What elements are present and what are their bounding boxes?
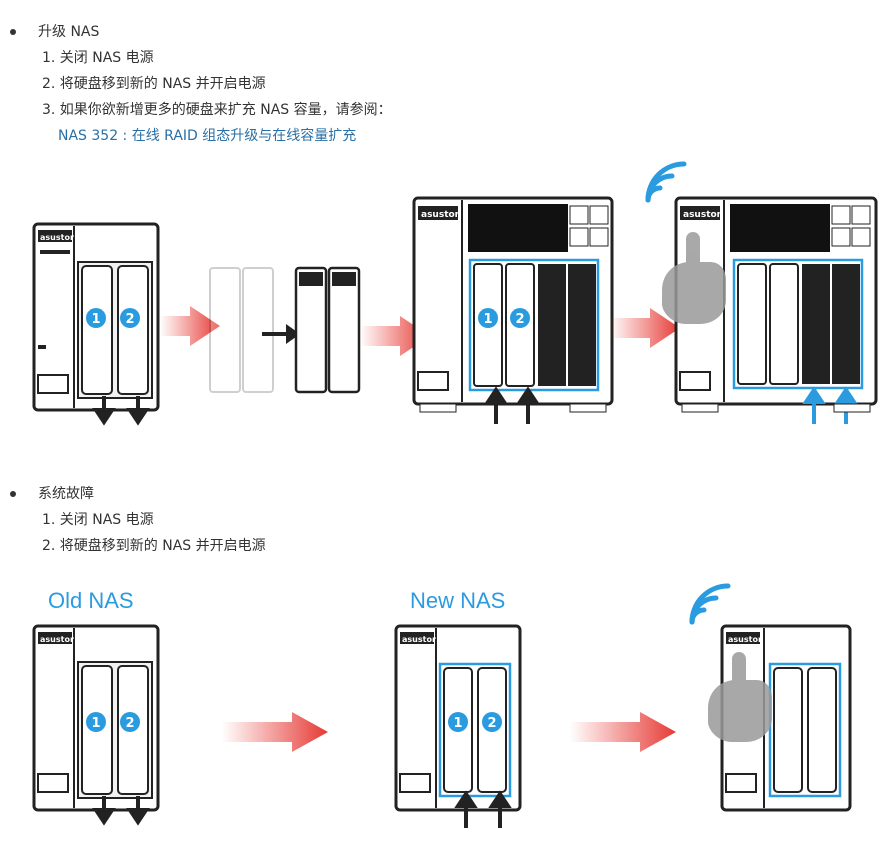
upgrade-step-2: 2. 将硬盘移到新的 NAS 并开启电源 bbox=[42, 76, 266, 92]
svg-text:2: 2 bbox=[515, 312, 524, 327]
svg-text:2: 2 bbox=[487, 716, 496, 731]
failure-arrow-1 bbox=[222, 712, 328, 752]
raid-migration-link[interactable]: NAS 352 : 在线 RAID 组态升级与在线容量扩充 bbox=[58, 128, 357, 144]
failure-step-2: 2. 将硬盘移到新的 NAS 并开启电源 bbox=[42, 538, 266, 554]
old-nas-label: Old NAS bbox=[48, 588, 134, 613]
new-nas: asustor 1 2 bbox=[394, 624, 522, 828]
disk-number-1: 1 bbox=[91, 312, 100, 327]
wifi-icon-2 bbox=[689, 583, 731, 625]
hand-press-icon-2 bbox=[708, 652, 772, 742]
move-arrow-3 bbox=[610, 308, 680, 348]
svg-text:asustor: asustor bbox=[40, 635, 74, 644]
bullet-upgrade bbox=[10, 29, 16, 35]
svg-text:asustor: asustor bbox=[421, 210, 460, 220]
brand-logo: asustor bbox=[40, 233, 74, 242]
svg-text:2: 2 bbox=[125, 716, 134, 731]
svg-text:asustor: asustor bbox=[728, 635, 762, 644]
wifi-icon bbox=[645, 161, 687, 203]
old-nas: asustor 1 2 bbox=[32, 624, 160, 826]
swap-arrow bbox=[262, 324, 300, 344]
nas-2bay-source: asustor 1 2 bbox=[32, 222, 160, 426]
section-title-failure: 系统故障 bbox=[38, 486, 94, 502]
svg-text:asustor: asustor bbox=[402, 635, 436, 644]
failure-diagram: Old NAS New NAS asustor 1 2 asustor 1 2 bbox=[32, 583, 852, 828]
svg-text:1: 1 bbox=[453, 716, 462, 731]
upgrade-step-1: 1. 关闭 NAS 电源 bbox=[42, 50, 154, 66]
nas-4bay-powered: asustor bbox=[645, 161, 878, 424]
upgrade-step-3: 3. 如果你欲新增更多的硬盘来扩充 NAS 容量，请参阅： bbox=[42, 102, 392, 118]
disks-faded bbox=[209, 267, 274, 393]
upgrade-diagram: asustor 1 2 asustor bbox=[32, 161, 878, 426]
svg-text:asustor: asustor bbox=[683, 210, 722, 220]
section-title-upgrade: 升级 NAS bbox=[38, 24, 100, 40]
svg-text:1: 1 bbox=[91, 716, 100, 731]
disks-moving bbox=[294, 266, 361, 394]
hand-press-icon bbox=[662, 232, 726, 324]
failure-step-1: 1. 关闭 NAS 电源 bbox=[42, 512, 154, 528]
new-nas-label: New NAS bbox=[410, 588, 505, 613]
bullet-failure bbox=[10, 491, 16, 497]
nas-4bay-target: asustor 1 2 bbox=[412, 196, 614, 424]
move-arrow-1 bbox=[160, 306, 220, 346]
svg-text:1: 1 bbox=[483, 312, 492, 327]
powered-nas: asustor bbox=[689, 583, 852, 812]
disk-number-2: 2 bbox=[125, 312, 134, 327]
failure-arrow-2 bbox=[570, 712, 676, 752]
